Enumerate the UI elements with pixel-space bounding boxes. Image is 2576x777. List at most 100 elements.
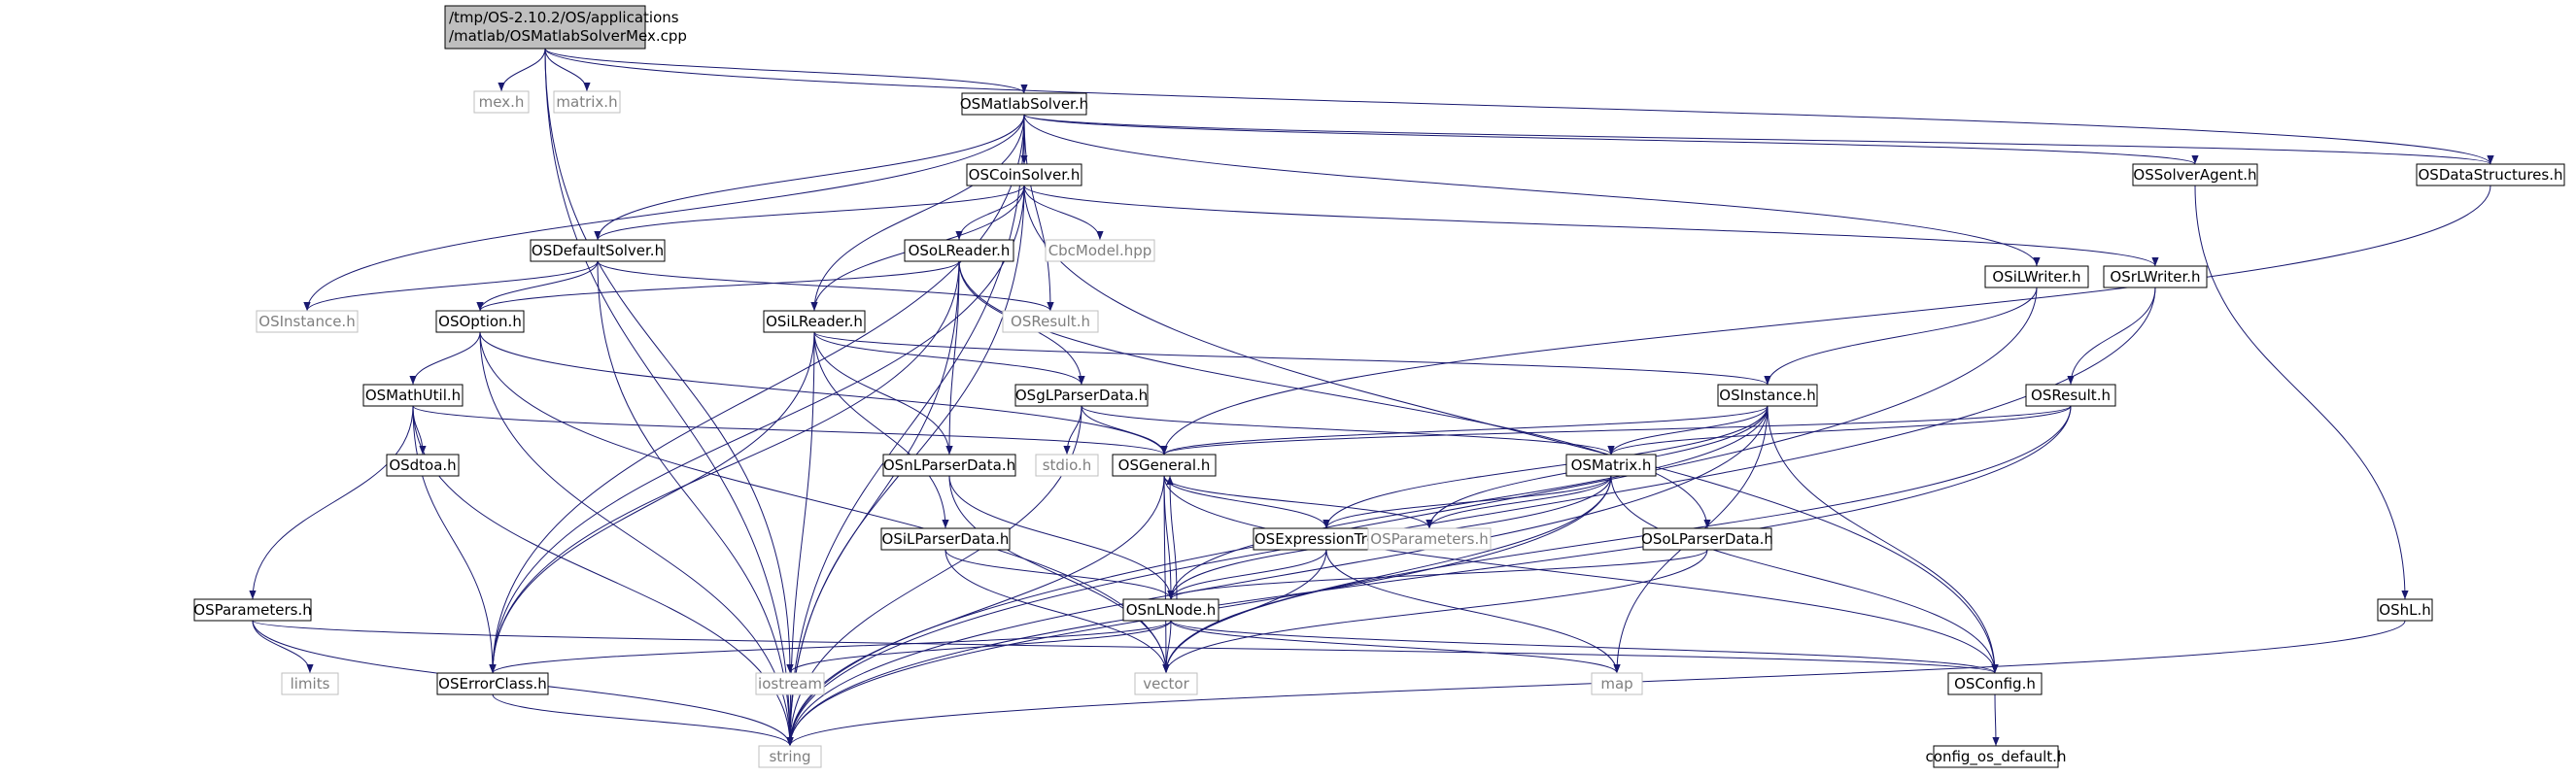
node-osexpressiontree[interactable]: OSExpressionTree.h: [1253, 527, 1400, 551]
edge-osgeneral-to-string: [786, 475, 1165, 747]
node-ossolveragent[interactable]: OSSolverAgent.h: [2132, 163, 2258, 186]
node-box: [1045, 239, 1155, 262]
edge-osmatlabsolver-to-ossolveragent: [1023, 114, 2199, 165]
node-label: iostream: [758, 675, 822, 693]
node-osinstance-s: OSInstance.h: [256, 310, 359, 333]
node-box: [1112, 454, 1217, 477]
node-osmatlabsolver[interactable]: OSMatlabSolver.h: [960, 92, 1088, 116]
node-osinstance[interactable]: OSInstance.h: [1717, 384, 1818, 407]
edge-osgeneral-to-osexpressiontree: [1163, 475, 1330, 529]
node-map: map: [1591, 672, 1643, 695]
node-osilwriter[interactable]: OSiLWriter.h: [1984, 265, 2089, 288]
node-osconfig[interactable]: OSConfig.h: [1947, 672, 2043, 695]
edge-osmatrix-to-osexpressiontree: [1322, 475, 1612, 529]
edge-osparameters-to-limits: [252, 620, 314, 674]
node-osilreader[interactable]: OSiLReader.h: [763, 310, 866, 333]
edge-root-to-mex: [498, 48, 546, 92]
node-label: OSGeneral.h: [1118, 456, 1211, 474]
node-osmatrix[interactable]: OSMatrix.h: [1565, 454, 1657, 477]
edge-oscoinsolver-to-osolreader: [955, 185, 1025, 241]
edge-osolparserdata-to-vector: [1162, 549, 1708, 674]
edge-osexpressiontree-to-map: [1325, 549, 1621, 674]
node-oshl[interactable]: OShL.h: [2377, 598, 2433, 622]
node-label: OSdtoa.h: [389, 456, 456, 474]
edge-osoption-to-string: [479, 331, 794, 747]
node-osoption[interactable]: OSOption.h: [435, 310, 525, 333]
edge-root-to-osdatastructures: [544, 48, 2494, 165]
node-osgeneral[interactable]: OSGeneral.h: [1112, 454, 1217, 477]
edge-osmatrix-to-osconfig: [1610, 475, 1999, 674]
edge-osdefaultsolver-to-osoption: [476, 260, 599, 312]
node-oserrorclass[interactable]: OSErrorClass.h: [436, 672, 549, 695]
node-osdefaultsolver[interactable]: OSDefaultSolver.h: [530, 239, 666, 262]
node-oscoinsolver[interactable]: OSCoinSolver.h: [966, 163, 1082, 186]
node-box: [1984, 265, 2089, 288]
node-label: OSoLReader.h: [909, 242, 1011, 259]
node-label: OSExpressionTree.h: [1254, 530, 1398, 548]
node-label: OSErrorClass.h: [438, 675, 547, 693]
node-osrlwriter[interactable]: OSrLWriter.h: [2103, 265, 2208, 288]
node-box: [473, 90, 530, 114]
edge-osnlnode-to-map: [1170, 620, 1621, 674]
edge-osoption-to-osmathutil: [409, 331, 481, 386]
edge-oscoinsolver-to-osconfig: [1023, 185, 1999, 674]
node-osnlnode[interactable]: OSnLNode.h: [1122, 598, 1219, 622]
edge-osmatlabsolver-to-osresult-s: [1023, 114, 1054, 312]
node-osglparserdata[interactable]: OSgLParserData.h: [1014, 384, 1149, 407]
node-box: [436, 672, 549, 695]
node-osdtoa[interactable]: OSdtoa.h: [386, 454, 460, 477]
node-osolparserdata[interactable]: OSoLParserData.h: [1641, 527, 1773, 551]
edge-osmatrix-to-vector: [1162, 475, 1612, 674]
node-osparameters[interactable]: OSParameters.h: [193, 598, 312, 622]
edge-osgeneral-to-osconfig: [1163, 475, 1999, 674]
node-box: [904, 239, 1014, 262]
edge-osilparserdata-to-osnlnode: [945, 549, 1175, 600]
node-label: OSDataStructures.h: [2418, 166, 2562, 184]
node-mex: mex.h: [473, 90, 530, 114]
edge-osmatrix-to-osparameters-s: [1425, 475, 1612, 529]
node-root[interactable]: /tmp/OS-2.10.2/OS/applications/matlab/OS…: [444, 5, 687, 50]
node-box: [966, 163, 1082, 186]
node-box: [1367, 527, 1492, 551]
edge-osnlnode-to-oserrorclass: [489, 620, 1172, 674]
node-box: [2416, 163, 2565, 186]
edges-layer: [249, 48, 2494, 747]
node-osnlparserdata[interactable]: OSnLParserData.h: [882, 454, 1016, 477]
edge-osilwriter-to-osinstance: [1764, 287, 2038, 386]
node-box: [2377, 598, 2433, 622]
node-label: OSParameters.h: [1370, 530, 1488, 548]
node-box: [2103, 265, 2208, 288]
node-label: config_os_default.h: [1926, 748, 2067, 766]
edge-osilreader-to-oserrorclass: [489, 331, 815, 674]
edge-osdefaultsolver-to-osinstance-s: [303, 260, 599, 312]
node-config-os-default[interactable]: config_os_default.h: [1926, 745, 2067, 768]
edge-osrlwriter-to-osresult: [2067, 287, 2156, 386]
node-osolreader[interactable]: OSoLReader.h: [904, 239, 1014, 262]
edge-ossolveragent-to-oshl: [2194, 185, 2409, 600]
node-label: CbcModel.hpp: [1048, 242, 1152, 259]
node-osresult[interactable]: OSResult.h: [2025, 384, 2116, 407]
node-label: OSiLReader.h: [766, 313, 863, 330]
edge-osolreader-to-oserrorclass: [489, 260, 960, 674]
edge-osconfig-to-config-os-default: [1992, 693, 2000, 747]
node-cbcmodel: CbcModel.hpp: [1045, 239, 1155, 262]
node-label: OSrLWriter.h: [2110, 268, 2200, 286]
edge-root-to-string: [544, 48, 794, 747]
node-label: OSMathUtil.h: [365, 387, 461, 404]
edge-osolreader-to-osoption: [476, 260, 960, 312]
node-osmathutil[interactable]: OSMathUtil.h: [362, 384, 464, 407]
edge-osmatlabsolver-to-oserrorclass: [489, 114, 1025, 674]
edge-osinstance-to-osconfig: [1767, 405, 1999, 674]
node-osdatastructures[interactable]: OSDataStructures.h: [2416, 163, 2565, 186]
edge-osilwriter-to-string: [786, 287, 2038, 747]
node-osilparserdata[interactable]: OSiLParserData.h: [880, 527, 1011, 551]
edge-osinstance-to-osmatrix: [1607, 405, 1769, 456]
node-box: [1565, 454, 1657, 477]
edge-osilparserdata-to-vector: [945, 549, 1170, 674]
edge-osglparserdata-to-osmatrix: [1081, 405, 1615, 456]
edge-osdefaultsolver-to-string: [597, 260, 794, 747]
node-box: [1591, 672, 1643, 695]
edge-osnlnode-to-osconfig: [1170, 620, 1999, 674]
node-label: matrix.h: [556, 93, 617, 111]
edge-osilreader-to-osinstance: [813, 331, 1771, 386]
